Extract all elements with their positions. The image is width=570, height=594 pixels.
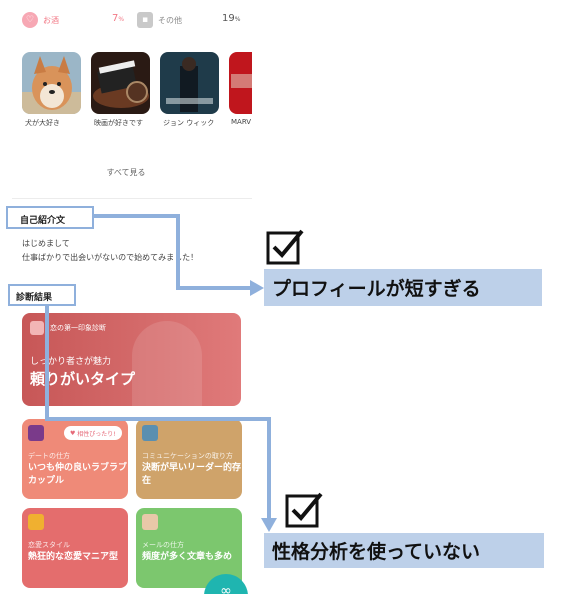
communication-icon [142, 425, 158, 441]
intro-line-1: はじめまして [22, 239, 70, 248]
diagnosis-main-title: 頼りがいタイプ [30, 370, 136, 388]
hobby-pct-value: 7 [112, 13, 119, 24]
card-category: 恋愛スタイル [28, 541, 70, 549]
annotation-line [267, 417, 271, 521]
diagnosis-avatar-icon [30, 321, 44, 335]
interest-card-dog[interactable] [22, 52, 81, 114]
annotation-line [45, 305, 49, 421]
other-category-icon: ▪ [137, 12, 153, 28]
diagnosis-card-communication[interactable]: コミュニケーションの取り方 決断が早いリーダー的存在 [136, 419, 242, 499]
intro-line-2: 仕事ばかりで出会いがないので始めてみました！ [22, 253, 199, 262]
card-category: デートの仕方 [28, 452, 70, 460]
diagnosis-main-category: 恋の第一印象診断 [50, 324, 106, 332]
arrowhead-down [261, 518, 277, 532]
love-style-icon [28, 514, 44, 530]
interest-label: MARV [231, 118, 252, 126]
john-wick-poster-image [160, 52, 219, 114]
dog-image [22, 52, 81, 114]
diagnosis-card-love-style[interactable]: 恋愛スタイル 熱狂的な恋愛マニア型 [22, 508, 128, 588]
other-pct-unit: % [234, 16, 241, 23]
interest-label: ジョン ウィック [163, 119, 215, 127]
checkbox-checked-icon [285, 492, 323, 528]
diagnosis-main-card[interactable]: 恋の第一印象診断 しっかり者さが魅力 頼りがいタイプ [22, 313, 241, 406]
hobby-stat-label: お酒 [43, 15, 59, 25]
person-silhouette [132, 321, 202, 406]
diagnosis-main-subtitle: しっかり者さが魅力 [30, 357, 112, 367]
compatibility-badge: ♥ 相性ぴったり! [64, 426, 122, 440]
like-fab-button[interactable]: ∞ [204, 574, 248, 594]
callout-no-personality-analysis: 性格分析を使っていない [264, 533, 544, 568]
annotation-line [176, 286, 254, 290]
section-divider [12, 198, 252, 199]
diagnosis-section-title: 診断結果 [16, 293, 53, 303]
other-pct-value: 19 [222, 13, 235, 24]
hobby-stat: ♡ お酒 [22, 10, 59, 30]
couple-icon [28, 425, 44, 441]
card-title: 頻度が多く文章も多め [142, 552, 233, 562]
intro-label-box: 自己紹介文 [6, 206, 94, 229]
callout-profile-too-short: プロフィールが短すぎる [264, 269, 542, 306]
interest-label: 映画が好きです [94, 119, 143, 127]
see-all-link[interactable]: すべて見る [106, 168, 146, 177]
movie-clapper-image [91, 52, 150, 114]
intro-section-title: 自己紹介文 [20, 216, 66, 226]
mail-style-icon [142, 514, 158, 530]
annotation-line [176, 214, 180, 290]
card-category: メールの仕方 [142, 541, 184, 549]
arrowhead-right [250, 280, 264, 296]
annotation-line [45, 417, 271, 421]
diagnosis-label-box: 診断結果 [8, 284, 76, 306]
compatibility-badge-text: 相性ぴったり! [77, 430, 116, 438]
card-title: 熱狂的な恋愛マニア型 [28, 552, 119, 562]
annotation-line [92, 214, 178, 218]
other-stat: ▪ その他 [137, 10, 182, 30]
other-stat-label: その他 [158, 15, 182, 25]
diagnosis-card-date[interactable]: ♥ 相性ぴったり! デートの仕方 いつも仲の良いラブラブカップル [22, 419, 128, 499]
other-stat-percent: 19% [222, 13, 240, 24]
interest-card-john-wick[interactable] [160, 52, 219, 114]
heart-icon: ♥ [70, 429, 78, 437]
checkbox-checked-icon [266, 229, 304, 265]
interest-card-movie[interactable] [91, 52, 150, 114]
interest-label: 犬が大好き [25, 119, 60, 127]
interest-card-marvel[interactable] [229, 52, 252, 114]
marvel-image [229, 52, 252, 114]
card-category: コミュニケーションの取り方 [142, 452, 233, 460]
hobby-pct-unit: % [118, 16, 125, 23]
drink-icon: ♡ [22, 12, 38, 28]
hobby-stat-percent: 7% [112, 13, 124, 24]
profile-screen: ♡ お酒 7% ▪ その他 19% [0, 0, 252, 594]
card-title: いつも仲の良いラブラブカップル [28, 463, 128, 486]
card-title: 決断が早いリーダー的存在 [142, 463, 242, 486]
